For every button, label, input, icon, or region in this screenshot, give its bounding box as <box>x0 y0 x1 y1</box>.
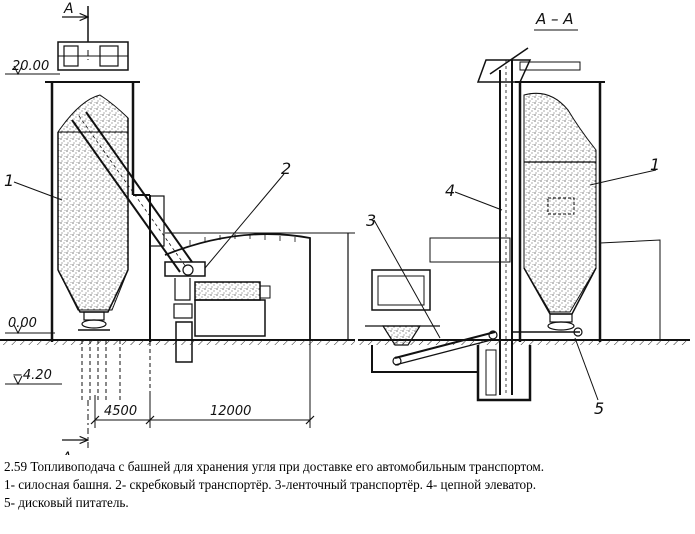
callout-silo-left: 1 <box>4 171 14 190</box>
chain-elevator <box>476 47 581 395</box>
elevation-top: 20.00 <box>12 59 49 74</box>
figure-caption: 2.59 Топливоподача с башней для хранения… <box>4 458 692 512</box>
callout-elevator: 4 <box>445 181 455 200</box>
dimension-lines: 4500 12000 <box>90 340 315 428</box>
section-title: A – A <box>535 10 574 28</box>
section-mark-top: A <box>63 1 74 17</box>
silo-tower-right <box>512 81 605 342</box>
elevation-pit: −4.20 <box>12 368 52 383</box>
dimension-left: 4500 <box>104 404 137 419</box>
section-mark-bottom: A <box>61 450 72 455</box>
callout-silo-right: 1 <box>650 155 660 174</box>
belt-conveyor <box>371 219 498 373</box>
caption-legend-line-1: 1- силосная башня. 2- скребковый транспо… <box>4 477 537 492</box>
caption-title: 2.59 Топливоподача с башней для хранения… <box>4 459 545 474</box>
callouts-left: 1 2 <box>4 159 291 269</box>
elevation-ground: 0.00 <box>8 316 37 331</box>
silo-tower-left <box>45 41 151 400</box>
background-building <box>429 237 661 340</box>
scraper-conveyor <box>71 111 193 273</box>
ground-left <box>0 339 355 345</box>
section-view-title: A – A <box>534 10 578 31</box>
elevator-pit <box>476 345 532 402</box>
elevation-marks: 20.00 0.00 −4.20 <box>5 59 62 386</box>
callouts-right: 1 4 3 5 <box>366 155 660 418</box>
truck-unloading <box>365 269 440 346</box>
section-line-a: A A <box>61 1 88 455</box>
dimension-right: 12000 <box>210 404 251 419</box>
callout-feeder: 5 <box>594 399 604 418</box>
technical-drawing: A A 20.00 0.00 −4.20 <box>0 1 690 455</box>
callout-conveyor: 2 <box>281 159 291 178</box>
caption-legend-line-2: 5- дисковый питатель. <box>4 495 129 510</box>
ground-right <box>358 339 690 345</box>
receiving-building <box>164 232 355 363</box>
callout-belt: 3 <box>366 211 376 230</box>
